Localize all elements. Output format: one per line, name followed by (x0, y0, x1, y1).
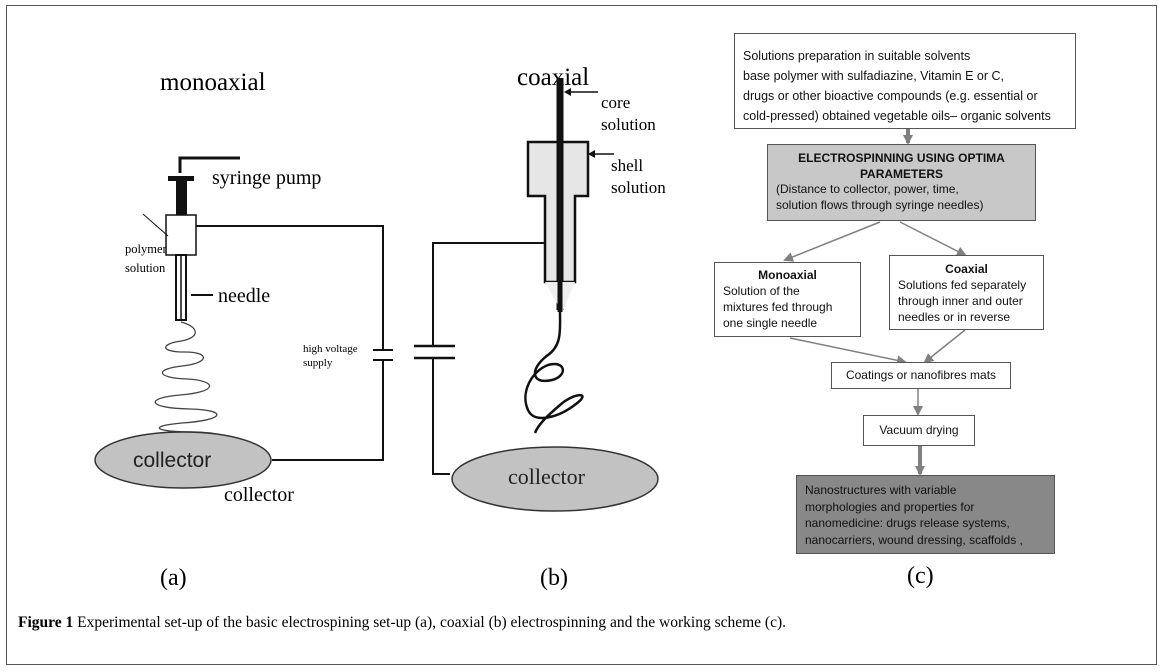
prep-line-3: drugs or other bioactive compounds (e.g.… (743, 89, 1038, 103)
es-line-4: solution flows through syringe needles) (776, 197, 984, 212)
hv-supply-label-2: supply (303, 357, 333, 369)
panel-a-label: (a) (160, 565, 187, 591)
final-line-1: Nanostructures with variable (805, 483, 957, 497)
flow-box-nanostructures: Nanostructures with variable morphologie… (796, 475, 1055, 554)
vacuum-text: Vacuum drying (879, 423, 959, 437)
mono-line-2: mixtures fed through (723, 300, 833, 314)
coatings-text: Coatings or nanofibres mats (845, 368, 997, 382)
coax-title: Coaxial (945, 262, 988, 276)
caption-bold: Figure 1 (18, 614, 74, 631)
coax-line-3: needles or in reverse (898, 310, 1011, 324)
prep-line-1: Solutions preparation in suitable solven… (743, 49, 971, 63)
hv-supply-label-1: high voltage (303, 343, 358, 355)
syringe (142, 156, 240, 321)
coax-line-1: Solutions fed separately (898, 278, 1027, 292)
figure-caption: Figure 1 Experimental set-up of the basi… (18, 614, 786, 632)
needle-label: needle (218, 285, 270, 307)
flow-box-electrospinning: ELECTROSPINNING USING OPTIMA PARAMETERS … (767, 144, 1036, 221)
flow-box-coatings: Coatings or nanofibres mats (831, 362, 1011, 389)
collector-a (94, 431, 272, 489)
flow-box-preparation: Solutions preparation in suitable solven… (734, 33, 1076, 129)
mono-line-3: one single needle (723, 316, 818, 330)
polymer-solution-label-1: polymer (125, 242, 167, 256)
core-solution-label-1: core (601, 93, 630, 112)
panel-c-label: (c) (907, 563, 934, 589)
collector-b (451, 446, 659, 512)
fiber-spiral-a (154, 321, 221, 441)
setup-diagram: monoaxial syringe pump polymer solution … (94, 64, 666, 591)
flow-box-coaxial: Coaxial Solutions fed separately through… (889, 255, 1044, 330)
mono-line-1: Solution of the (723, 284, 800, 298)
caption-text: Experimental set-up of the basic electro… (73, 614, 787, 631)
shell-solution-label-2: solution (611, 178, 666, 197)
mono-title: Monoaxial (758, 268, 817, 282)
es-line-2: PARAMETERS (859, 166, 944, 181)
polymer-solution-label-2: solution (125, 261, 166, 275)
figure-frame (6, 5, 1157, 665)
final-line-4: nanocarriers, wound dressing, scaffolds … (805, 532, 1023, 547)
collector-a-inside-label: collector (133, 449, 211, 472)
fiber-spiral-b (524, 311, 584, 434)
flow-box-vacuum: Vacuum drying (863, 415, 975, 446)
final-line-3: nanomedicine: drugs release systems, (805, 516, 1010, 530)
core-solution-label-2: solution (601, 115, 656, 134)
es-line-1: ELECTROSPINNING USING OPTIMA (798, 151, 1005, 165)
syringe-pump-label: syringe pump (212, 167, 321, 189)
prep-line-4: cold-pressed) obtained vegetable oils– o… (743, 109, 1051, 123)
es-line-3: (Distance to collector, power, time, (776, 182, 959, 196)
circuit-wire-a (196, 225, 393, 461)
shell-arrow (588, 150, 614, 158)
collector-b-label: collector (508, 464, 586, 489)
circuit-wire-b (414, 242, 545, 475)
shell-solution-label-1: shell (611, 156, 643, 175)
coaxial-needle (526, 78, 590, 312)
prep-line-2: base polymer with sulfadiazine, Vitamin … (743, 69, 1004, 83)
coaxial-title: coaxial (517, 64, 589, 91)
flowchart-connectors (783, 128, 967, 476)
collector-a-below-label: collector (224, 484, 294, 506)
core-arrow (564, 88, 598, 96)
panel-b-label: (b) (540, 565, 568, 591)
flow-box-monoaxial: Monoaxial Solution of the mixtures fed t… (714, 262, 861, 337)
coax-line-2: through inner and outer (898, 294, 1023, 308)
final-line-2: morphologies and properties for (805, 499, 975, 514)
monoaxial-title: monoaxial (160, 69, 266, 96)
